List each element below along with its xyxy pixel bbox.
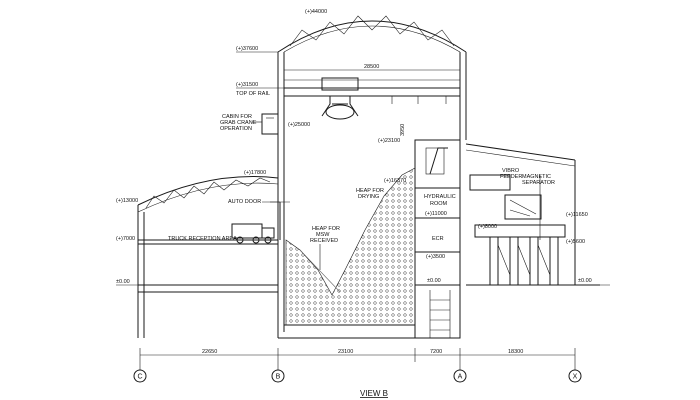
- magnetic-label-2: SEPARATOR: [522, 180, 555, 186]
- level-13000: (+)13000: [116, 198, 138, 204]
- dim-23100: 23100: [338, 349, 353, 355]
- grid-axis-b: B: [276, 374, 281, 381]
- level-zero-right: ±0.00: [578, 278, 592, 284]
- grab-crane: [283, 77, 461, 120]
- processing-area: [465, 143, 600, 286]
- dim-18300: 18300: [508, 349, 523, 355]
- level-markers: (+)44000 (+)37600 (+)31500 TOP OF RAIL (…: [116, 9, 610, 286]
- level-23100: (+)23100: [378, 138, 400, 144]
- vibro-label-1: VIBRO: [502, 168, 520, 174]
- level-8000: (+)8000: [478, 224, 497, 230]
- heap-drying-label-1: HEAP FOR: [356, 188, 384, 194]
- level-31500: (+)31500: [236, 82, 258, 88]
- cabin-label-1: CABIN FOR: [222, 114, 252, 120]
- level-zero-mid: ±0.00: [427, 278, 441, 284]
- hydraulic-label-1: HYDRAULIC: [424, 194, 456, 200]
- dim-22650: 22650: [202, 349, 217, 355]
- rail-height-dim: 3950: [400, 124, 406, 136]
- main-building: [277, 15, 467, 339]
- level-3500: (+)3500: [426, 254, 445, 260]
- cabin-label-2: GRAB CRANE: [220, 120, 257, 126]
- heap-received-label-1: HEAP FOR: [312, 226, 340, 232]
- auto-door: [270, 201, 290, 240]
- level-16370: (+)16370: [384, 178, 406, 184]
- grid-axis-a: A: [458, 374, 463, 381]
- view-title: VIEW B: [360, 389, 388, 398]
- magnetic-label-1: MAGNETIC: [522, 174, 551, 180]
- labels: CABIN FOR GRAB CRANE OPERATION AUTO DOOR…: [168, 114, 555, 270]
- level-zero-left: ±0.00: [116, 279, 130, 285]
- grid-axes: C B A X: [133, 369, 582, 383]
- level-25000: (+)25000: [288, 122, 310, 128]
- auto-door-label: AUTO DOOR: [228, 199, 261, 205]
- waste-heap: [285, 167, 416, 326]
- truck-area-label: TRUCK RECEPTION AREA: [168, 236, 237, 242]
- crane-cabin: [261, 113, 279, 135]
- level-11000: (+)11000: [425, 211, 447, 217]
- heap-received-label-3: RECEIVED: [310, 238, 338, 244]
- level-17800: (+)17800: [244, 170, 266, 176]
- dim-7200: 7200: [430, 349, 442, 355]
- hydraulic-label-2: ROOM: [430, 201, 448, 207]
- ecr-label: ECR: [432, 236, 444, 242]
- level-7000: (+)7000: [116, 236, 135, 242]
- vibro-label-2: FEEDER: [500, 174, 522, 180]
- heap-received-label-2: MSW: [316, 232, 330, 238]
- grid-axis-x: X: [573, 374, 578, 381]
- grid-axis-c: C: [137, 374, 142, 381]
- level-5600: (+)5600: [566, 239, 585, 245]
- level-11650: (+)11650: [566, 212, 588, 218]
- truck-reception-building: [137, 176, 279, 338]
- hydraulic-tower: [414, 139, 461, 339]
- dim-span-top: 28500: [364, 64, 379, 70]
- dimension-lines: 28500 22650 23100 7200 18300: [139, 64, 576, 370]
- cabin-label-3: OPERATION: [220, 126, 252, 132]
- level-37600: (+)37600: [236, 46, 258, 52]
- truck-icon: [231, 223, 275, 244]
- heap-drying-label-2: DRYING: [358, 194, 379, 200]
- top-of-rail: TOP OF RAIL: [236, 91, 270, 97]
- level-44000: (+)44000: [305, 9, 327, 15]
